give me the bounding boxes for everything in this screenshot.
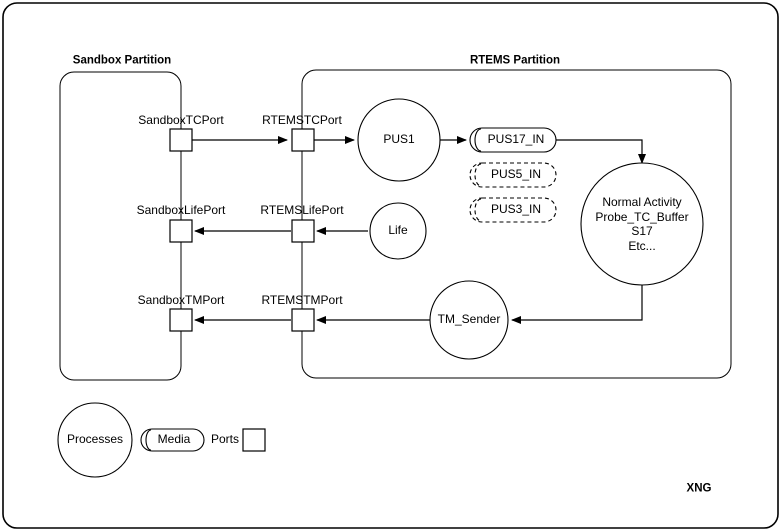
port-label-rtems-tc: RTEMSTCPort — [262, 113, 342, 128]
edge-normalactivity-to-tmsender — [511, 285, 643, 324]
port-label-sandbox-tc: SandboxTCPort — [138, 113, 224, 128]
process-label-tm-sender: TM_Sender — [437, 312, 501, 327]
process-tm-sender[interactable] — [429, 280, 509, 360]
port-box-sandbox-life[interactable] — [169, 219, 193, 243]
media-pus17-in[interactable] — [469, 127, 557, 153]
port-box-rtems-tm[interactable] — [291, 308, 315, 332]
media-label-pus3-in: PUS3_IN — [490, 202, 542, 217]
normal-activity-line-3: S17 — [631, 224, 653, 238]
normal-activity-line-2: Probe_TC_Buffer — [595, 209, 689, 224]
port-box-rtems-life[interactable] — [291, 219, 315, 243]
footer-label-xng: XNG — [686, 482, 712, 495]
process-label-normal-activity: Normal Activity Probe_TC_Buffer S17 Etc.… — [595, 195, 688, 254]
legend-label-media: Media — [157, 432, 191, 447]
process-pus1[interactable] — [357, 98, 441, 182]
legend-label-processes: Processes — [66, 432, 124, 447]
normal-activity-line-4: Etc... — [628, 238, 656, 253]
media-label-pus5-in: PUS5_IN — [490, 167, 542, 182]
process-label-pus1: PUS1 — [383, 132, 415, 147]
port-box-rtems-tc[interactable] — [291, 128, 315, 152]
process-label-life: Life — [388, 223, 408, 238]
port-label-sandbox-tm: SandboxTMPort — [137, 293, 225, 308]
edge-pus17in-to-normalactivity — [556, 139, 646, 164]
legend-media-shape — [140, 428, 205, 452]
legend-ports-shape — [242, 428, 266, 452]
process-life[interactable] — [369, 202, 427, 260]
legend-label-ports: Ports — [210, 432, 240, 447]
normal-activity-line-1: Normal Activity — [602, 194, 682, 209]
process-normal-activity[interactable] — [580, 162, 704, 286]
port-label-rtems-life: RTEMSLifePort — [260, 203, 344, 218]
port-box-sandbox-tc[interactable] — [169, 128, 193, 152]
sandbox-partition-title: Sandbox Partition — [72, 54, 172, 67]
port-label-sandbox-life: SandboxLifePort — [136, 203, 226, 218]
media-pus5-in[interactable] — [469, 162, 557, 188]
legend-processes-shape — [57, 402, 133, 478]
port-label-rtems-tm: RTEMSTMPort — [261, 293, 343, 308]
rtems-partition-title: RTEMS Partition — [469, 54, 561, 67]
media-label-pus17-in: PUS17_IN — [487, 132, 545, 147]
media-pus3-in[interactable] — [469, 197, 557, 223]
port-box-sandbox-tm[interactable] — [169, 308, 193, 332]
